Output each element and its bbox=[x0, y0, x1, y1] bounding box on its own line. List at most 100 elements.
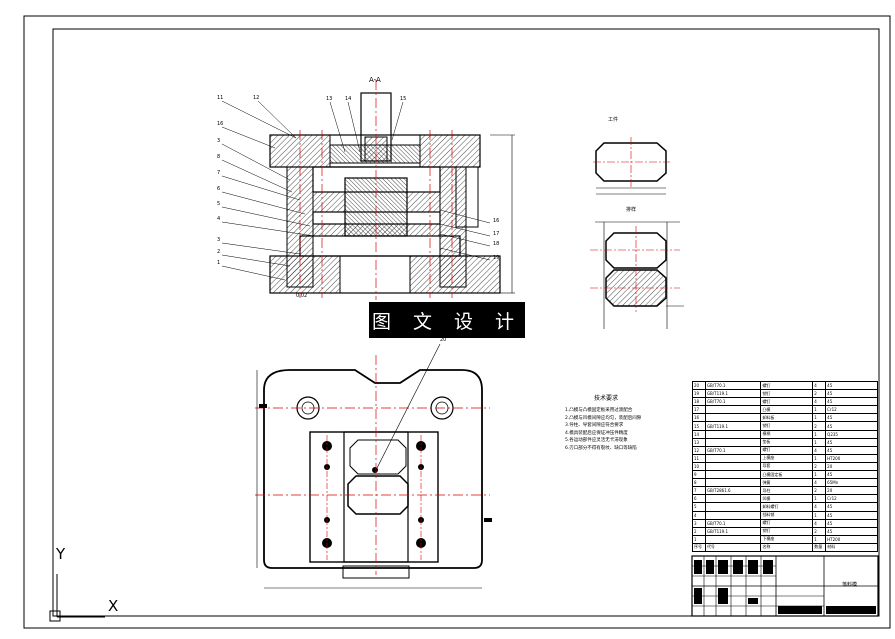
table-cell bbox=[704, 437, 762, 447]
table-cell: 2 bbox=[812, 526, 827, 536]
part-label: 3 bbox=[217, 138, 221, 144]
table-cell: 45 bbox=[825, 445, 878, 455]
notes-title: 技术要求 bbox=[594, 395, 619, 402]
note-line: 6.刃口部分不得有裂纹、缺口等缺陷 bbox=[565, 445, 637, 451]
tolerance-label: 0.02 bbox=[296, 293, 308, 299]
table-cell: HT200 bbox=[825, 453, 878, 463]
table-cell bbox=[704, 453, 762, 463]
ucs-icon bbox=[49, 574, 105, 622]
table-cell: 1 bbox=[812, 413, 827, 423]
table-cell: GB/T70.1 bbox=[704, 380, 762, 391]
table-cell: GB/T119.1 bbox=[704, 526, 762, 536]
table-cell: 4 bbox=[812, 502, 827, 512]
table-cell: 螺钉 bbox=[760, 380, 814, 391]
table-cell: 4 bbox=[812, 518, 827, 528]
table-cell bbox=[704, 502, 762, 512]
table-cell: 45 bbox=[825, 502, 878, 512]
table-cell: 14 bbox=[692, 429, 706, 439]
part-label: 16 bbox=[217, 121, 224, 127]
table-cell: 销钉 bbox=[760, 526, 814, 536]
table-cell: 45 bbox=[825, 526, 878, 536]
table-cell: 2 bbox=[812, 486, 827, 496]
part-label: 17 bbox=[493, 231, 500, 237]
table-cell: 1 bbox=[812, 494, 827, 504]
table-cell: 下模座 bbox=[760, 534, 814, 544]
technical-notes: 1.凸模与凸模固定板采用过渡配合 2.凸模与凹模间隙应均匀，装配后间隙 3.导柱… bbox=[565, 407, 675, 453]
table-cell: 卸料螺钉 bbox=[760, 502, 814, 512]
section-title: A-A bbox=[369, 76, 381, 84]
table-cell: 6 bbox=[692, 494, 706, 504]
table-cell bbox=[704, 470, 762, 480]
strip-layout-view bbox=[590, 221, 684, 329]
table-cell: 4 bbox=[812, 380, 827, 391]
title-block bbox=[691, 555, 879, 617]
table-cell: 20 bbox=[692, 380, 706, 391]
table-cell: GB/T119.1 bbox=[704, 421, 762, 431]
note-line: 1.凸模与凸模固定板采用过渡配合 bbox=[565, 408, 633, 413]
part-label: 18 bbox=[493, 241, 500, 247]
table-cell: 18 bbox=[692, 397, 706, 407]
table-cell: 销钉 bbox=[760, 389, 814, 399]
table-cell bbox=[704, 478, 762, 488]
workpiece-title: 工件 bbox=[608, 117, 619, 123]
table-cell: 上模座 bbox=[760, 453, 814, 463]
table-cell: HT200 bbox=[825, 534, 878, 544]
table-cell: 4 bbox=[812, 397, 827, 407]
table-cell: 导柱 bbox=[760, 486, 814, 496]
table-cell: 螺钉 bbox=[760, 397, 814, 407]
table-cell: GB/T2861.6 bbox=[704, 486, 762, 496]
table-cell: 3 bbox=[692, 518, 706, 528]
table-cell: 1 bbox=[692, 534, 706, 544]
table-cell: 5 bbox=[692, 502, 706, 512]
top-view bbox=[255, 343, 492, 589]
table-cell: 4 bbox=[692, 510, 706, 520]
part-label: 8 bbox=[217, 154, 221, 160]
table-cell: 45 bbox=[825, 510, 878, 520]
table-cell: 凹模 bbox=[760, 494, 814, 504]
table-cell: 1 bbox=[812, 534, 827, 544]
table-cell: 2 bbox=[812, 389, 827, 399]
table-cell bbox=[704, 405, 762, 415]
part-label: 5 bbox=[217, 201, 221, 207]
table-cell: 20 bbox=[825, 486, 878, 496]
table-cell: 11 bbox=[692, 453, 706, 463]
table-cell bbox=[704, 461, 762, 472]
part-label: 15 bbox=[400, 96, 407, 102]
part-label: 13 bbox=[326, 96, 333, 102]
table-cell: 弹簧 bbox=[760, 478, 814, 488]
table-cell: 材料 bbox=[825, 542, 878, 552]
table-cell: 数量 bbox=[812, 542, 827, 552]
table-cell: 凸模 bbox=[760, 405, 814, 415]
table-row: 序号代号名称数量材料 bbox=[692, 542, 878, 552]
layout-title: 排样 bbox=[626, 207, 637, 213]
table-cell: 1 bbox=[812, 437, 827, 447]
table-cell: 7 bbox=[692, 486, 706, 496]
table-cell: 模柄 bbox=[760, 429, 814, 439]
table-cell: Cr12 bbox=[825, 405, 878, 415]
title-block-name: 落料模 bbox=[842, 582, 858, 588]
table-cell: 销钉 bbox=[760, 421, 814, 431]
table-cell: 螺钉 bbox=[760, 445, 814, 455]
part-label: 3 bbox=[217, 237, 221, 243]
part-label: 16 bbox=[493, 218, 500, 224]
table-cell: 45 bbox=[825, 413, 878, 423]
table-cell: 16 bbox=[692, 413, 706, 423]
workpiece-view bbox=[593, 137, 670, 195]
table-cell: 45 bbox=[825, 518, 878, 528]
table-cell: 9 bbox=[692, 470, 706, 480]
watermark-banner: 图 文 设 计 bbox=[369, 302, 525, 338]
table-cell: 12 bbox=[692, 445, 706, 455]
table-cell: 19 bbox=[692, 389, 706, 399]
